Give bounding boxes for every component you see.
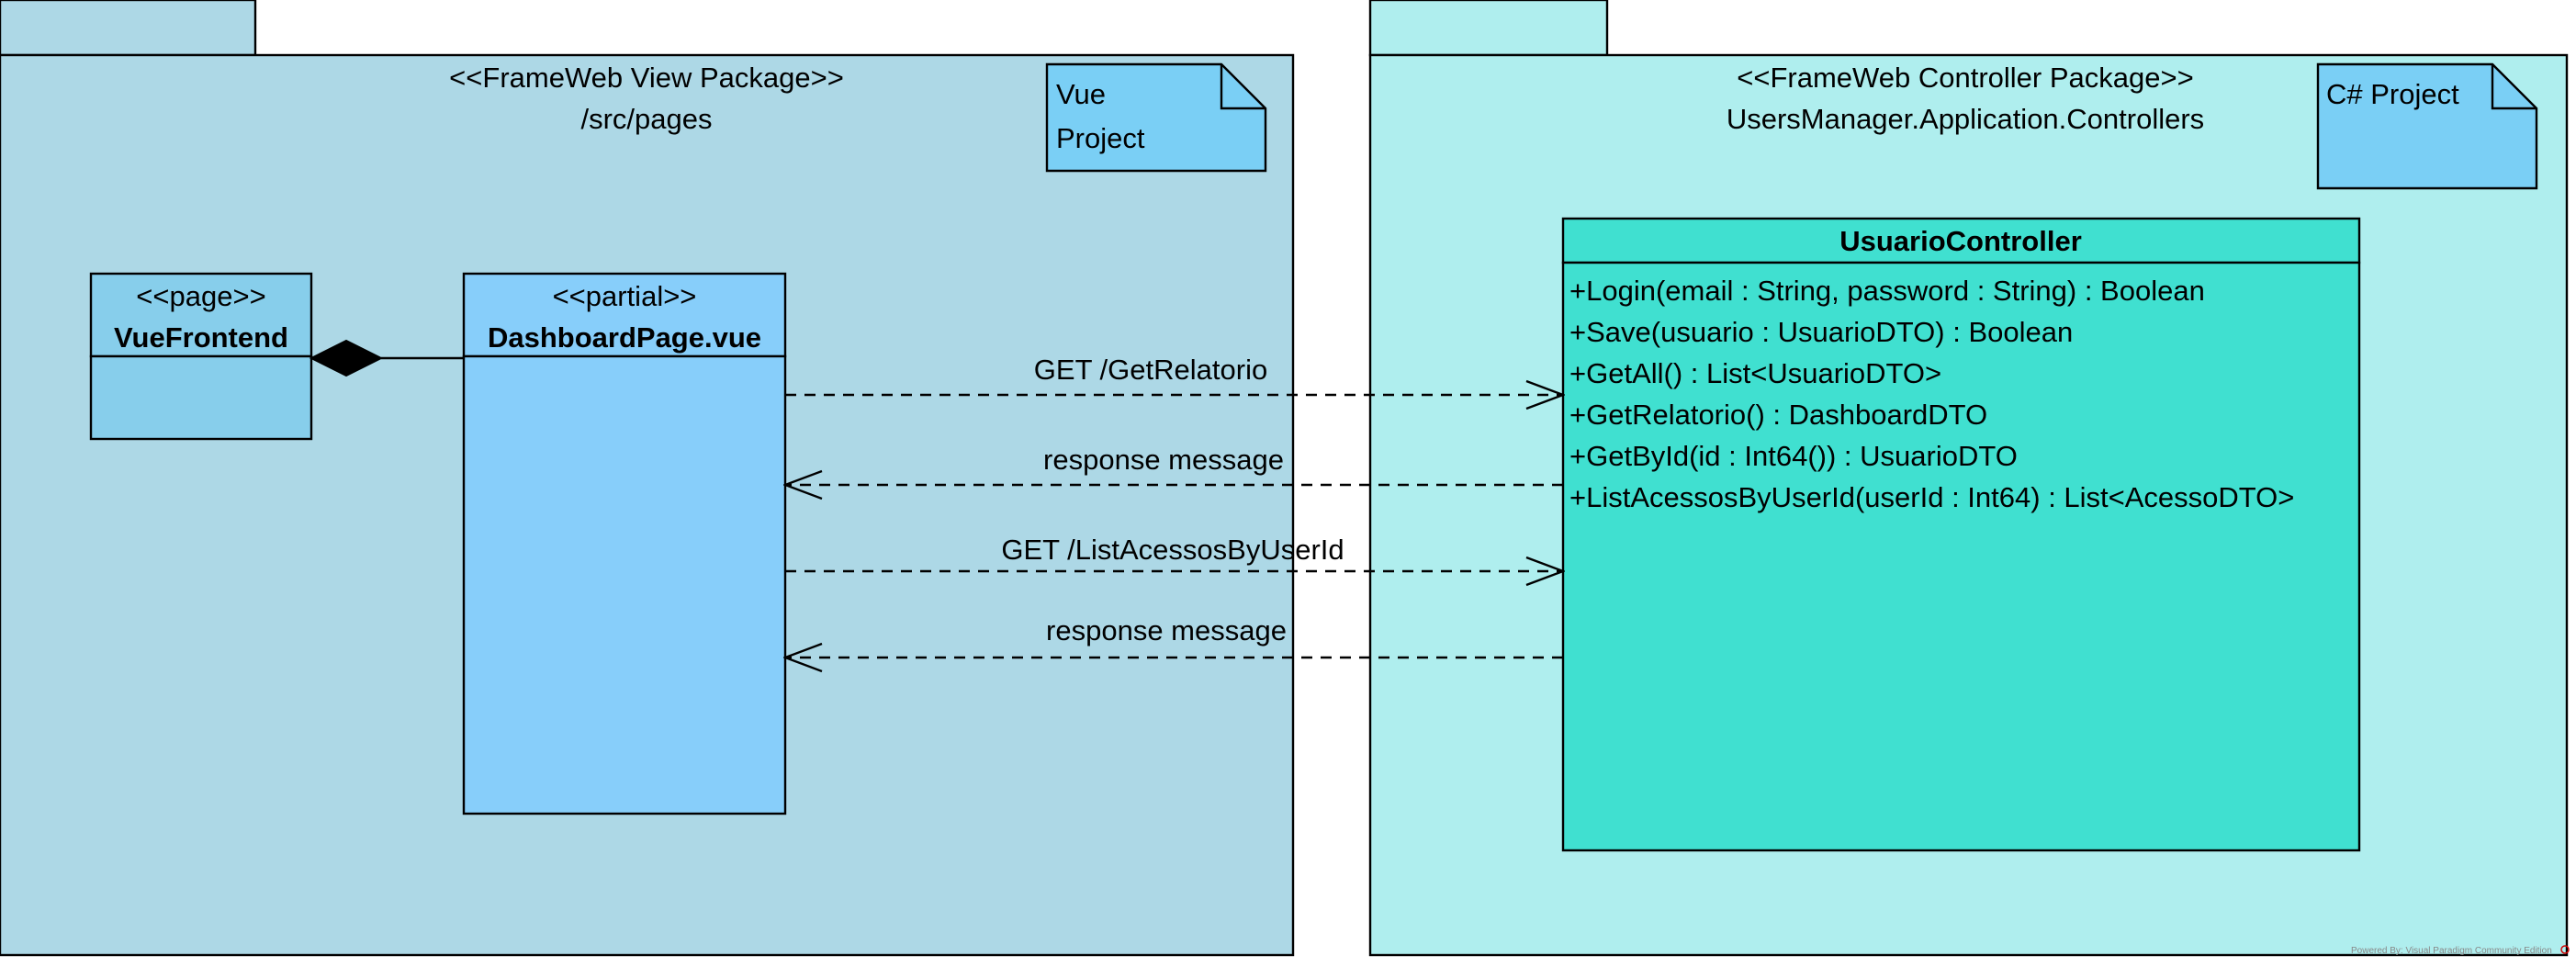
operation-listacessosbyuserid: +ListAcessosByUserId(userId : Int64) : L… <box>1569 481 2294 513</box>
csharp-project-note[interactable]: C# Project <box>2316 62 2538 190</box>
view-package-name: /src/pages <box>580 103 712 135</box>
csharp-note-body <box>2316 62 2538 190</box>
operation-save: +Save(usuario : UsuarioDTO) : Boolean <box>1569 316 2073 348</box>
partial-class-dashboardpage[interactable]: <<partial>> DashboardPage.vue <box>462 272 787 815</box>
controller-package-tab <box>1368 0 1609 57</box>
partial-class-name: DashboardPage.vue <box>488 321 761 354</box>
message-response-2[interactable]: response message <box>785 614 1563 658</box>
watermark-logo-icon <box>2560 945 2570 954</box>
partial-class-stereotype: <<partial>> <box>553 280 697 312</box>
page-class-name: VueFrontend <box>114 321 288 354</box>
controller-class-body <box>1561 261 2361 852</box>
page-class-stereotype: <<page>> <box>136 280 265 312</box>
page-class-body <box>89 354 313 441</box>
page-class-vuefrontend[interactable]: <<page>> VueFrontend <box>89 272 313 441</box>
composition-relationship[interactable] <box>309 339 464 377</box>
operation-getall: +GetAll() : List<UsuarioDTO> <box>1569 357 1941 389</box>
controller-class-header <box>1561 217 2361 264</box>
message-get-relatorio[interactable]: GET /GetRelatorio <box>785 354 1563 395</box>
message-response-1[interactable]: response message <box>785 444 1563 485</box>
partial-class-body <box>462 354 787 815</box>
controller-package-stereotype: <<FrameWeb Controller Package>> <box>1737 62 2193 94</box>
vue-note-line-1: Vue <box>1056 78 1106 110</box>
vue-note-body <box>1045 62 1267 173</box>
composition-diamond-icon <box>309 339 384 377</box>
controller-package-name: UsersManager.Application.Controllers <box>1727 103 2204 135</box>
vue-note-line-2: Project <box>1056 122 1145 154</box>
message-label: GET /GetRelatorio <box>1034 354 1267 386</box>
controller-class-usuariocontroller[interactable]: UsuarioController +Login(email : String,… <box>1561 217 2361 852</box>
view-package-stereotype: <<FrameWeb View Package>> <box>449 62 844 94</box>
partial-class-header <box>462 272 787 358</box>
message-label: response message <box>1046 614 1287 647</box>
csharp-note-text: C# Project <box>2326 78 2459 110</box>
operation-login: +Login(email : String, password : String… <box>1569 275 2205 307</box>
vue-note-fold <box>1220 64 1266 110</box>
operation-getrelatorio: +GetRelatorio() : DashboardDTO <box>1569 399 1987 431</box>
controller-class-name: UsuarioController <box>1839 225 2082 257</box>
csharp-note-fold <box>2491 64 2537 110</box>
operation-getbyid: +GetById(id : Int64()) : UsuarioDTO <box>1569 440 2018 472</box>
message-label: GET /ListAcessosByUserId <box>1001 534 1344 566</box>
watermark-text: Powered By: Visual Paradigm Community Ed… <box>2351 946 2552 956</box>
vue-project-note[interactable]: Vue Project <box>1045 62 1267 173</box>
message-get-listacessos[interactable]: GET /ListAcessosByUserId <box>785 534 1563 571</box>
message-label: response message <box>1043 444 1284 476</box>
view-package-tab <box>0 0 257 57</box>
